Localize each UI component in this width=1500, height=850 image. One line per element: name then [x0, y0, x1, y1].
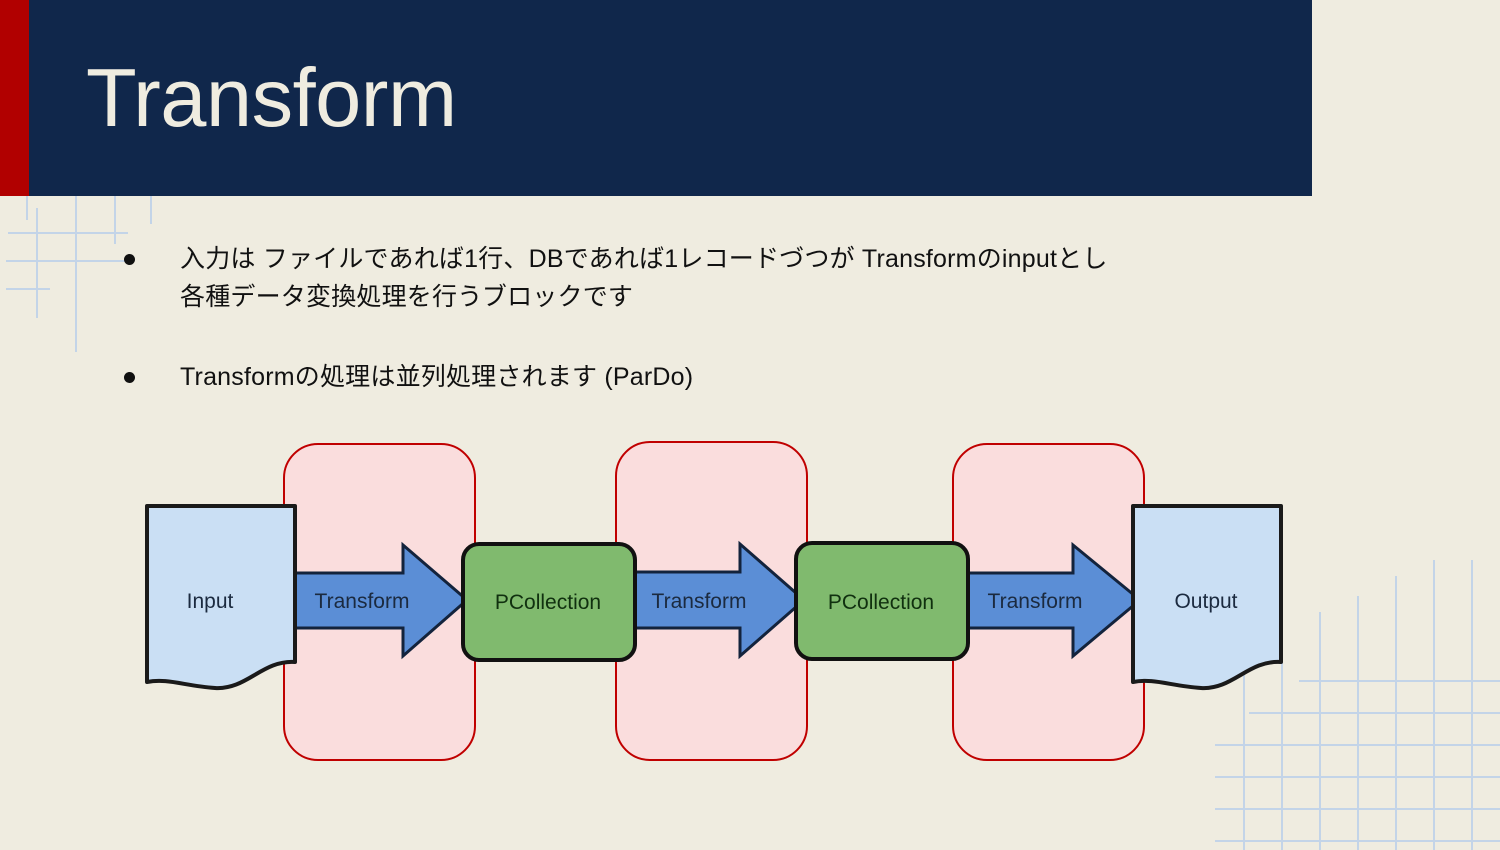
page-title: Transform [86, 51, 457, 144]
input-document-shape [145, 504, 297, 691]
node-label-pcollection-2: PCollection [828, 591, 934, 614]
node-label-transform-2: Transform [652, 590, 747, 613]
node-label-output: Output [1174, 590, 1237, 613]
transform-arrow-1 [289, 541, 470, 660]
node-label-pcollection-1: PCollection [495, 591, 601, 614]
transform-arrow-2 [626, 540, 807, 660]
output-document-shape [1131, 504, 1283, 691]
transform-arrow-3 [959, 541, 1143, 660]
pcollection-box-1 [461, 542, 637, 662]
bullet-item-2: Transformの処理は並列処理されます (ParDo) [0, 358, 1340, 396]
title-band: Transform [0, 0, 1312, 196]
node-label-transform-1: Transform [315, 590, 410, 613]
pcollection-box-2 [794, 541, 970, 661]
title-accent-bar [0, 0, 29, 196]
bullet-item-1: 入力は ファイルであれば1行、DBであれば1レコードづつが Transformの… [0, 240, 1340, 316]
node-label-transform-3: Transform [988, 590, 1083, 613]
bullet-dot-icon [124, 254, 135, 265]
node-label-input: Input [187, 590, 234, 613]
bullet-list: 入力は ファイルであれば1行、DBであれば1レコードづつが Transformの… [0, 240, 1340, 430]
bullet-dot-icon [124, 372, 135, 383]
bullet-line: Transformの処理は並列処理されます (ParDo) [180, 363, 694, 391]
bullet-line: 各種データ変換処理を行うブロックです [180, 283, 634, 311]
bullet-line: 入力は ファイルであれば1行、DBであれば1レコードづつが Transformの… [180, 245, 1108, 273]
pipeline-diagram: Input Transform PCollection Transform PC… [0, 420, 1500, 800]
